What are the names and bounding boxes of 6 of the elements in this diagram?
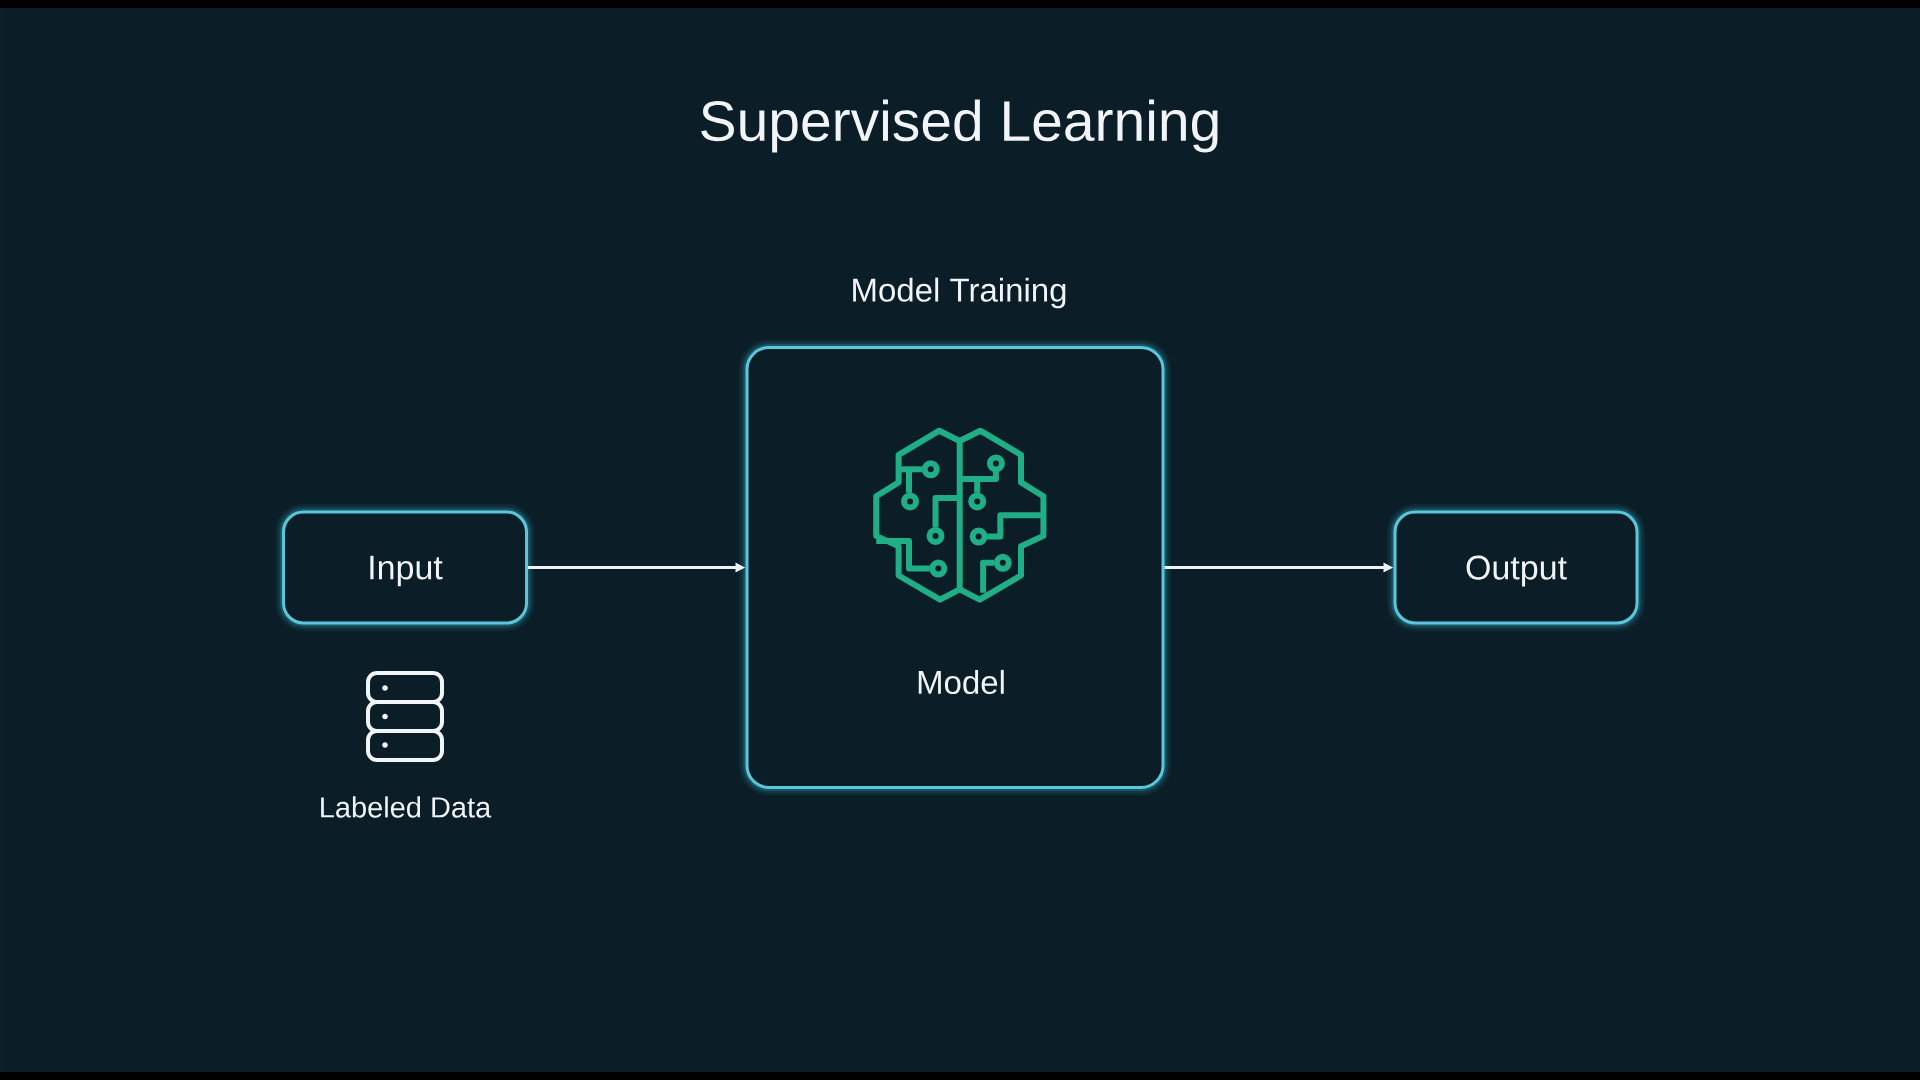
box-heading: Model Training [853,277,1066,309]
output-box: Output [1387,504,1645,631]
model-box: Model [739,339,1171,796]
input-box: Input [275,504,535,631]
title: Supervised Learning [701,99,1218,153]
icon-caption: Labeled Data [321,796,492,818]
